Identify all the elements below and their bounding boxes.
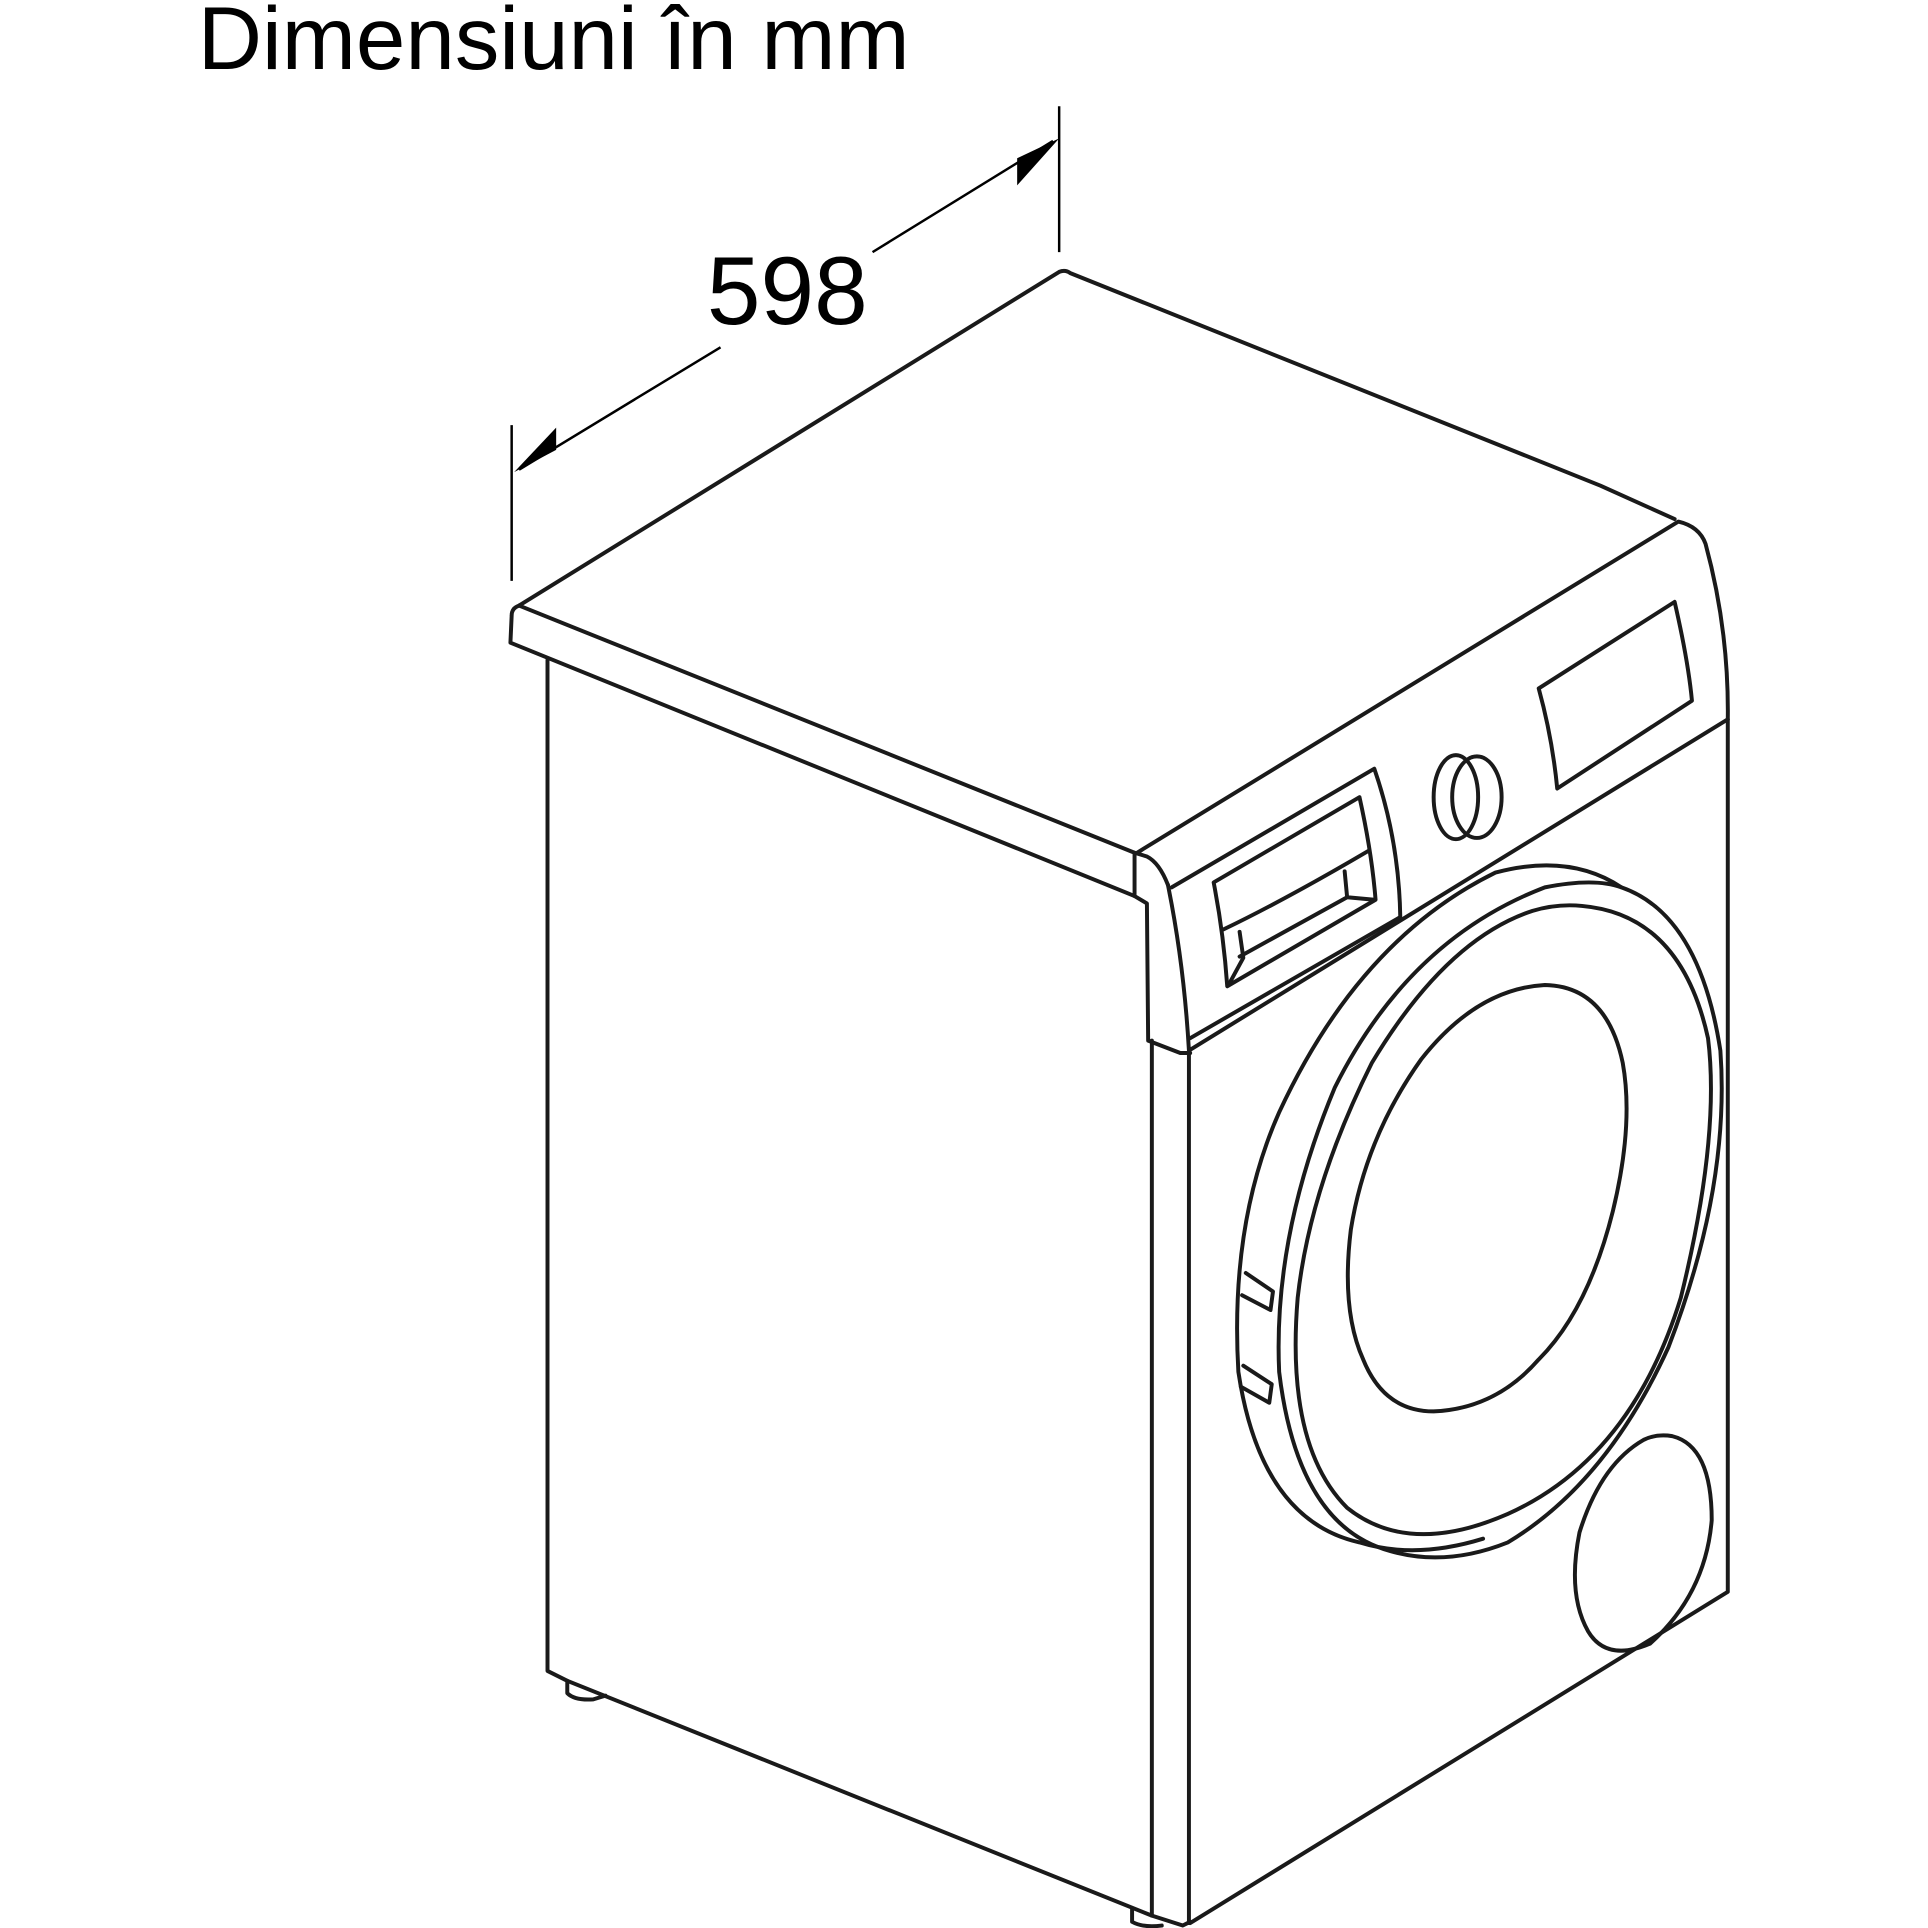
foot-front <box>1130 1907 1164 1928</box>
arrowhead-right-icon <box>1017 138 1060 186</box>
door-glass <box>1345 983 1629 1414</box>
arrowhead-left-icon <box>514 427 557 473</box>
washing-machine-outline <box>508 268 1730 1928</box>
top-front-edge <box>517 603 1170 887</box>
top-panel <box>517 268 1677 608</box>
side-panel <box>545 657 1193 1928</box>
foot-left <box>565 1678 608 1702</box>
knob-front <box>1450 754 1504 840</box>
door-hinges <box>1238 1270 1275 1405</box>
knob-back <box>1431 753 1481 842</box>
pump-filter-cover[interactable] <box>1572 1433 1714 1653</box>
drawer-handle <box>1226 869 1377 987</box>
door-outer-ring <box>1235 863 1624 1553</box>
display-panel <box>1536 599 1694 791</box>
control-panel-edge <box>1169 766 1403 1041</box>
width-dimension-label: 598 <box>707 238 868 345</box>
door-inner-ring <box>1293 903 1713 1537</box>
width-dimension: 598 <box>510 106 1061 581</box>
drawing-title: Dimensiuni în mm <box>198 0 910 88</box>
front-panel <box>1135 519 1730 1926</box>
detergent-drawer[interactable] <box>1211 795 1378 989</box>
door-ring <box>1276 880 1724 1560</box>
program-knob[interactable] <box>1431 753 1504 842</box>
door[interactable] <box>1235 863 1724 1560</box>
top-lip <box>508 603 1193 1055</box>
control-panel-bottom <box>1165 717 1730 1053</box>
drawer-handle-top <box>1221 848 1372 932</box>
